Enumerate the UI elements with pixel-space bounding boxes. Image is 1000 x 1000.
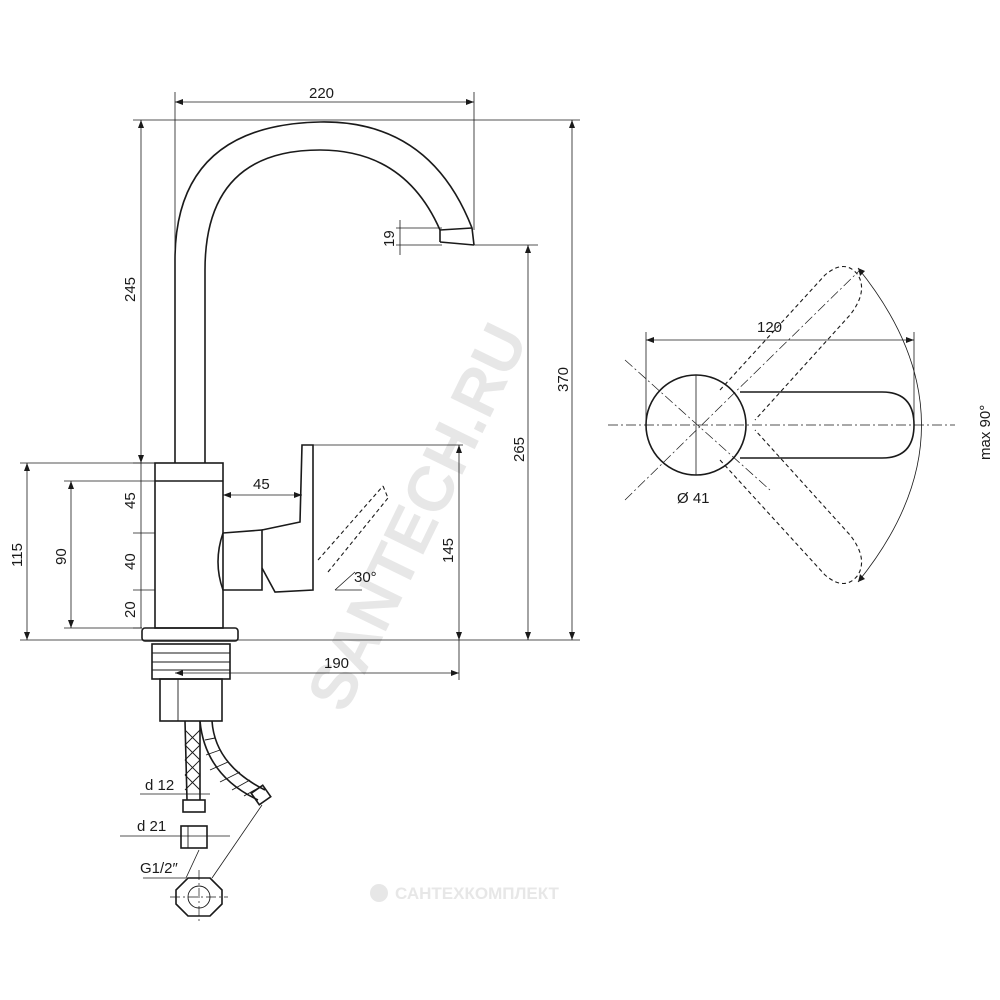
- label-d21: d 21: [137, 818, 166, 835]
- label-370: 370: [555, 367, 572, 392]
- spout-tip: [439, 227, 475, 246]
- lever-handle: [261, 444, 314, 593]
- faucet-top-view: [608, 265, 955, 585]
- hose-right: [199, 720, 266, 801]
- cartridge: [217, 529, 263, 591]
- dim-lever45-arrows: [223, 492, 302, 498]
- label-265: 265: [511, 437, 528, 462]
- watermark-brand-text: САНТЕХКОМПЛЕКТ: [395, 884, 560, 903]
- faucet-side-view: [141, 121, 475, 924]
- label-d12: d 12: [145, 777, 174, 794]
- label-seg-45: 45: [122, 492, 139, 509]
- hose-fitting-bottom: [182, 799, 206, 813]
- thread-hex-nut: [175, 877, 223, 917]
- label-90: 90: [53, 548, 70, 565]
- dim-g12-leader-2: [185, 849, 200, 879]
- label-245: 245: [122, 277, 139, 302]
- watermark-brand: САНТЕХКОМПЛЕКТ: [370, 884, 560, 903]
- label-30-deg: 30°: [354, 569, 377, 586]
- hose-right-fitting: [250, 784, 272, 806]
- thread-hex-centerline: [170, 870, 228, 924]
- hose-left-braid: [184, 729, 201, 791]
- label-145: 145: [440, 538, 457, 563]
- label-19: 19: [381, 230, 398, 247]
- label-115: 115: [9, 543, 26, 567]
- label-lever-45: 45: [253, 476, 270, 493]
- top-rotation-arc: [857, 267, 922, 583]
- label-seg-20: 20: [122, 601, 139, 618]
- label-g12: G1/2″: [140, 860, 179, 877]
- top-centerline-diag-2: [624, 269, 861, 501]
- label-120: 120: [757, 319, 782, 336]
- label-max-90: max 90°: [977, 405, 994, 460]
- spout-inner: [204, 149, 441, 463]
- watermark-group: SANTECH.RU САНТЕХКОМПЛЕКТ: [293, 312, 560, 903]
- lever-raised-outline: [317, 485, 389, 573]
- top-lever-rotated-down: [719, 429, 863, 585]
- top-centerline-diag-1: [624, 359, 771, 491]
- label-diameter-41: Ø 41: [677, 490, 710, 507]
- hose-nut-bottom: [180, 825, 208, 849]
- dim-30-angle: [334, 571, 362, 591]
- top-lever-rotated-up: [719, 265, 863, 421]
- hose-right-braid: [204, 737, 261, 797]
- spout-outer: [174, 121, 475, 463]
- label-220: 220: [309, 85, 334, 102]
- mounting-nut: [151, 643, 231, 680]
- dimension-labels: 220 245 370 19 265 45 115 90 45 40 20 14…: [9, 85, 994, 877]
- label-190: 190: [324, 655, 349, 672]
- hex-leader-line: [211, 804, 263, 879]
- mounting-shank: [159, 678, 223, 722]
- faucet-body: [154, 462, 224, 629]
- label-seg-40: 40: [122, 553, 139, 570]
- base-plate: [141, 627, 239, 642]
- dimension-lines: [20, 92, 580, 879]
